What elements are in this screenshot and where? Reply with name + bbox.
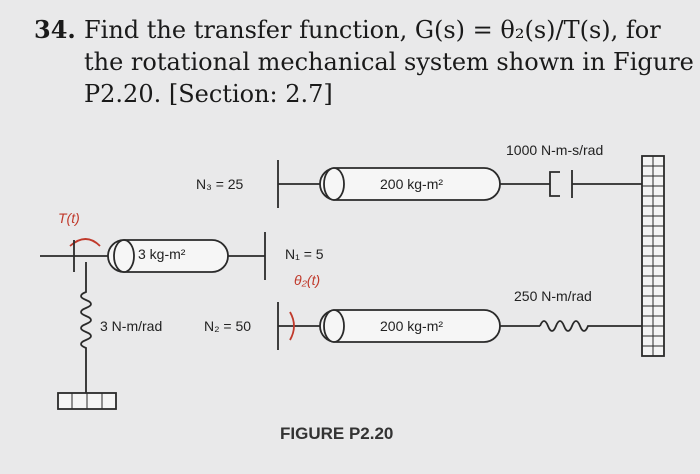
problem-line-3: P2.20. [Section: 2.7] — [84, 80, 333, 108]
torque-label: T(t) — [58, 210, 80, 226]
problem-number: 34. — [34, 15, 76, 44]
wall-hatching — [642, 156, 664, 356]
spring-right-label: 250 N-m/rad — [514, 288, 592, 304]
gear-n2-label: N₂ = 50 — [204, 318, 252, 334]
damper — [549, 171, 560, 197]
figure-caption: FIGURE P2.20 — [280, 424, 394, 443]
problem-line-1: Find the transfer function, G(s) = θ₂(s)… — [84, 16, 661, 44]
right-torsion-spring — [539, 320, 642, 332]
gear-n1-label: N₁ = 5 — [285, 246, 324, 262]
spring-left-label: 3 N-m/rad — [100, 318, 163, 334]
theta2-label: θ₂(t) — [294, 272, 321, 288]
inertia-top-label: 200 kg-m² — [380, 176, 444, 192]
inertia-left-label: 3 kg-m² — [138, 246, 186, 262]
gear-n3-label: N₃ = 25 — [196, 176, 244, 192]
damper-label: 1000 N-m-s/rad — [506, 142, 604, 158]
problem-line-2: the rotational mechanical system shown i… — [84, 48, 694, 76]
inertia-bottom-label: 200 kg-m² — [380, 318, 444, 334]
left-torsion-spring — [80, 262, 92, 393]
